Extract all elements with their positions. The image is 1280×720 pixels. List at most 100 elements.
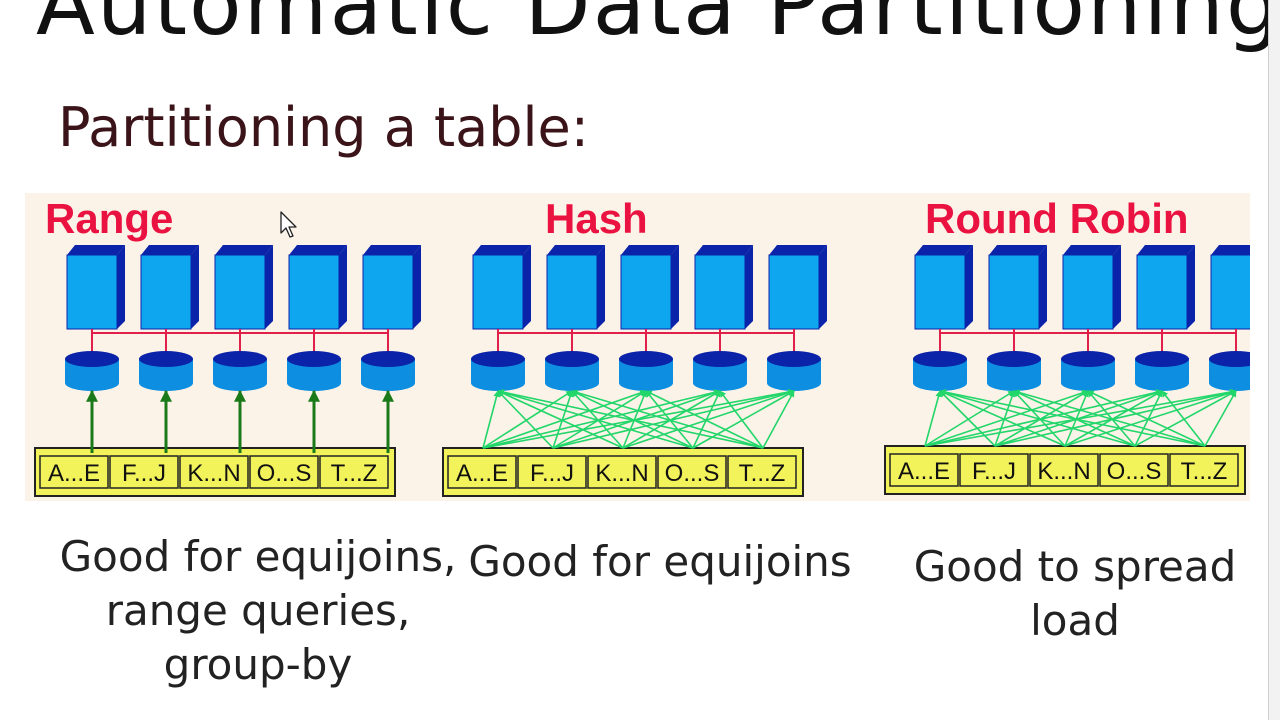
cpu-body bbox=[1135, 359, 1189, 391]
key-range-label: T...Z bbox=[331, 460, 378, 487]
disk-front bbox=[1136, 254, 1188, 330]
key-range-label: K...N bbox=[595, 460, 648, 487]
disk-side bbox=[265, 245, 273, 329]
caption-range-line-1: Good for equijoins, bbox=[59, 532, 457, 581]
spread-arrow bbox=[939, 390, 996, 447]
key-range-label: O...S bbox=[1107, 458, 1162, 485]
key-range-cell bbox=[39, 455, 109, 489]
slide-subtitle: Partitioning a table: bbox=[58, 96, 589, 159]
disk-top bbox=[1137, 245, 1195, 255]
disk-top bbox=[547, 245, 605, 255]
disk-side bbox=[819, 245, 827, 329]
key-range-label: K...N bbox=[1037, 458, 1090, 485]
cpu-body bbox=[65, 359, 119, 391]
cpu-top bbox=[361, 351, 415, 367]
cpu-top bbox=[471, 351, 525, 367]
spread-arrow bbox=[924, 390, 942, 447]
key-range-label: O...S bbox=[257, 460, 312, 487]
spread-arrow bbox=[497, 390, 624, 449]
slide-title: Automatic Data Partitioning bbox=[36, 0, 1280, 55]
cpu-top bbox=[619, 351, 673, 367]
spread-arrow bbox=[692, 390, 795, 449]
spread-arrow bbox=[552, 389, 721, 449]
spread-arrow bbox=[645, 390, 764, 449]
spread-arrow bbox=[692, 390, 721, 449]
disk-top bbox=[695, 245, 753, 255]
caption-round-robin: Good to spread load bbox=[898, 540, 1252, 648]
cpu-body bbox=[287, 359, 341, 391]
spread-arrow bbox=[1134, 390, 1237, 447]
caption-range-line-3: group-by bbox=[163, 640, 353, 689]
cpu-body bbox=[361, 359, 415, 391]
disk-top bbox=[1063, 245, 1121, 255]
cpu-body bbox=[987, 359, 1041, 391]
disk-top bbox=[215, 245, 273, 255]
caption-round-robin-line-1: Good to spread bbox=[913, 542, 1237, 591]
disk-side bbox=[191, 245, 199, 329]
key-range-label: A...E bbox=[48, 460, 100, 487]
disk-side bbox=[965, 245, 973, 329]
spread-arrow bbox=[924, 390, 1015, 447]
key-range-cell bbox=[319, 455, 389, 489]
disk-front bbox=[914, 254, 966, 330]
disk-side bbox=[1113, 245, 1121, 329]
disk-top bbox=[141, 245, 199, 255]
cpu-body bbox=[139, 359, 193, 391]
spread-arrow bbox=[622, 389, 795, 449]
caption-range: Good for equijoins, range queries, group… bbox=[58, 530, 458, 692]
panel-title-round-robin: Round Robin bbox=[925, 195, 1189, 242]
disk-front bbox=[620, 254, 672, 330]
cpu-top bbox=[213, 351, 267, 367]
spread-arrow bbox=[571, 389, 764, 449]
key-range-cell bbox=[1169, 453, 1239, 487]
spread-arrow bbox=[552, 389, 795, 449]
spread-arrow bbox=[924, 389, 1089, 447]
disk-front bbox=[66, 254, 118, 330]
mouse-cursor-icon bbox=[280, 211, 297, 238]
cpu-body bbox=[471, 359, 525, 391]
key-range-label: T...Z bbox=[1181, 458, 1228, 485]
cpu-top bbox=[1135, 351, 1189, 367]
disk-side bbox=[745, 245, 753, 329]
key-range-cell bbox=[889, 453, 959, 487]
disk-top bbox=[363, 245, 421, 255]
disk-front bbox=[472, 254, 524, 330]
key-range-cell bbox=[1029, 453, 1099, 487]
cpu-body bbox=[693, 359, 747, 391]
spread-arrow bbox=[497, 389, 694, 449]
cpu-body bbox=[213, 359, 267, 391]
key-range-cell bbox=[587, 455, 657, 489]
disk-front bbox=[1062, 254, 1114, 330]
spread-arrow bbox=[1134, 390, 1163, 447]
spread-arrow bbox=[1064, 390, 1163, 447]
key-range-cell bbox=[179, 455, 249, 489]
caption-range-line-2: range queries, bbox=[105, 586, 411, 635]
disk-top bbox=[289, 245, 347, 255]
key-range-cell bbox=[249, 455, 319, 489]
spread-arrow bbox=[1087, 390, 1206, 447]
disk-top bbox=[621, 245, 679, 255]
cpu-top bbox=[693, 351, 747, 367]
cpu-body bbox=[619, 359, 673, 391]
spread-arrow bbox=[497, 389, 764, 449]
key-range-label: T...Z bbox=[739, 460, 786, 487]
spread-arrow bbox=[939, 390, 1066, 447]
spread-arrow bbox=[497, 390, 554, 449]
cpu-body bbox=[545, 359, 599, 391]
disk-front bbox=[546, 254, 598, 330]
spread-arrow bbox=[482, 390, 500, 449]
disk-front bbox=[288, 254, 340, 330]
caption-hash: Good for equijoins bbox=[462, 535, 858, 589]
spread-arrow bbox=[1161, 390, 1206, 447]
spread-arrow bbox=[719, 390, 764, 449]
disk-front bbox=[214, 254, 266, 330]
key-range-cell bbox=[517, 455, 587, 489]
spread-arrow bbox=[762, 390, 795, 449]
disk-top bbox=[915, 245, 973, 255]
spread-arrow bbox=[994, 389, 1163, 447]
spread-arrow bbox=[924, 389, 1163, 447]
cpu-body bbox=[767, 359, 821, 391]
